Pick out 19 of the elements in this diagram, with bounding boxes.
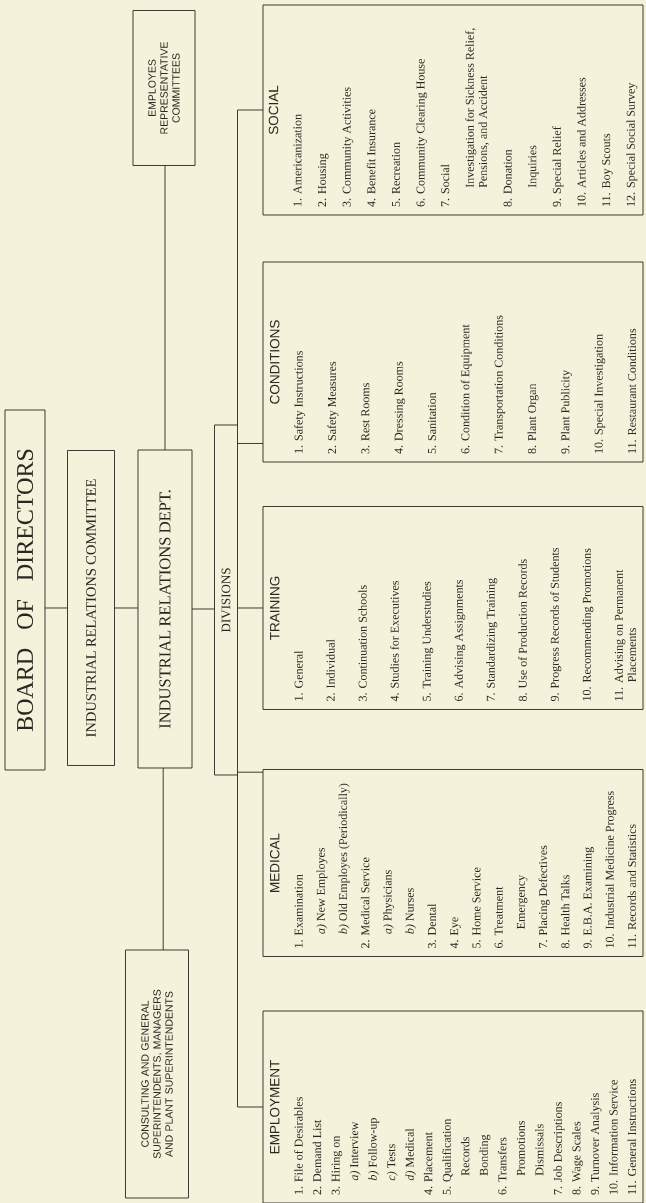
connector-line (237, 774, 264, 1108)
division-box: CONDITIONS 1. Safety Instructions 2. Safety Measures 3. Rest Rooms 4. Dressing Rooms 5. Sanitation 6. Condition of Equipment 7. Transportation Conditions 8. Plant Organ 9. Plant Publicity 10. Special Investigation 11. Restaurant Conditions (262, 261, 644, 463)
connector-line (44, 607, 68, 609)
department-box: INDUSTRIAL RELATIONS DEPT. (137, 449, 193, 769)
connector-line (237, 109, 264, 426)
connector-line (191, 608, 215, 610)
connector-line (237, 607, 264, 609)
connector-line (114, 607, 139, 609)
consulting-box: CONSULTING AND GENERAL SUPERINTENDENTS, MANAGERS AND PLANT SUPERINTENDENTS (125, 949, 189, 1199)
connector-line (164, 165, 166, 451)
committees-box: EMPLOYES REPRESENTATIVE COMMITTEES (132, 10, 196, 166)
division-box: TRAINING 1. General 2. Individual 3. Continuation Schools 4. Studies for Executives 5. Training Understudies 6. Advising Assignments 7. Standardizing Training 8. Use of Production Records 9. Progress Records of Students 10. Recommending Promotions 11. Advising on Permanent Placements (262, 506, 644, 710)
committee-box: INDUSTRIAL RELATIONS COMMITTEE (67, 450, 115, 766)
connector-line (162, 767, 164, 951)
board-box: BOARD OF DIRECTORS (4, 409, 46, 771)
division-box: SOCIAL 1. Americanization 2. Housing 3. Community Activities 4. Benefit Insurance 5. Recreation 6. Community Clearing House 7. Social Investigation for Sickness Relief, Pensions, and Accident 8. Donation Inquiries 9. Special Relief 10. Articles and Addresses 11. Boy Scouts 12. Special Social Survey (262, 4, 644, 216)
divisions-box: DIVISIONS (214, 424, 238, 776)
connector-line (237, 771, 264, 773)
connector-line (237, 443, 264, 444)
